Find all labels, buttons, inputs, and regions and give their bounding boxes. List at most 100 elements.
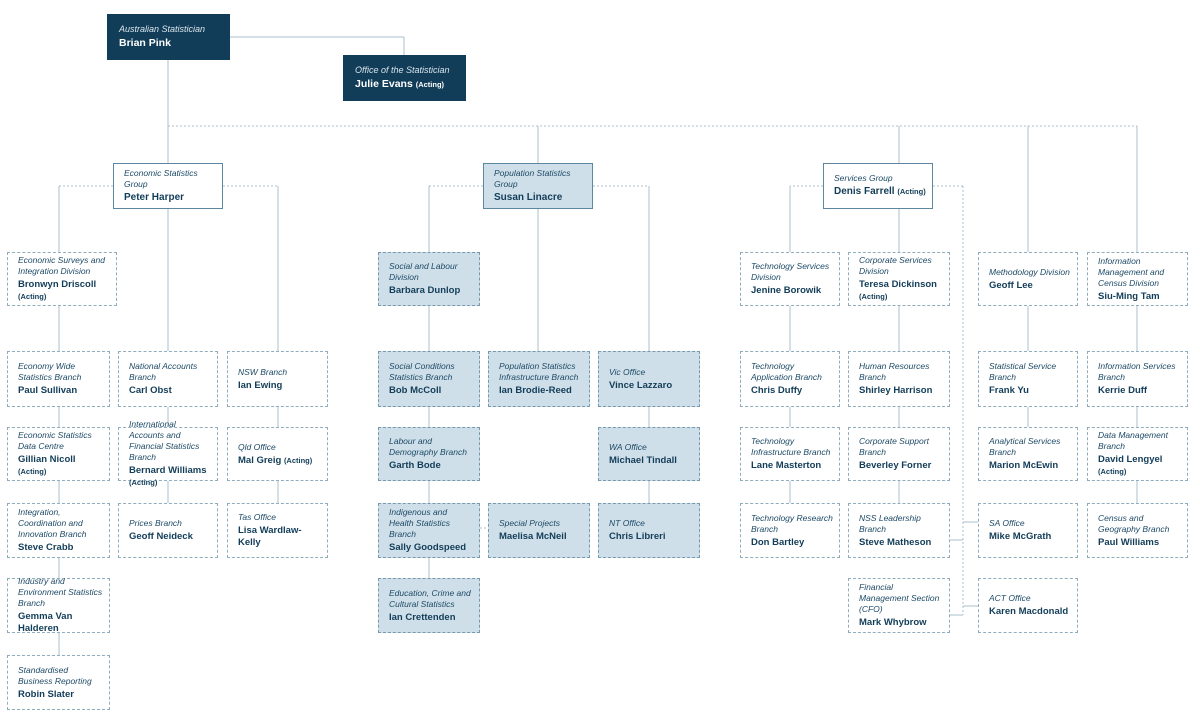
node-person: Beverley Forner <box>859 460 943 472</box>
node-person: Julie Evans (Acting) <box>355 78 460 91</box>
person-name: Carl Obst <box>129 385 172 397</box>
node-title: Methodology Division <box>989 266 1070 277</box>
node-title: Economic Surveys and Integration Divisio… <box>18 255 105 277</box>
node-title: Australian Statistician <box>119 23 206 34</box>
node-person: David Lengyel (Acting) <box>1098 454 1181 478</box>
person-name: Sally Goodspeed <box>389 542 467 554</box>
node-title: Financial Management Section (CFO) <box>859 582 940 615</box>
node-title: Technology Research Branch <box>751 512 833 534</box>
node-title: Standardised Business Reporting <box>18 664 92 686</box>
node-person: Chris Libreri <box>609 531 693 543</box>
node-person: Maelisa McNeil <box>499 531 583 543</box>
person-name: Karen Macdonald <box>989 606 1069 618</box>
person-name: Geoff Neideck <box>129 531 193 543</box>
node-title: Technology Services Division <box>751 261 830 283</box>
node-person: Karen Macdonald <box>989 606 1071 618</box>
person-name: Bernard Williams <box>129 465 207 477</box>
person-name: Peter Harper <box>124 191 185 203</box>
node-title: NSW Branch <box>238 366 288 377</box>
person-name: Shirley Harrison <box>859 385 933 397</box>
node-title: Technology Application Branch <box>751 361 822 383</box>
node-person: Ian Crettenden <box>389 612 473 624</box>
node-title: Information Management and Census Divisi… <box>1098 255 1165 288</box>
education-crime-and-cultural-statistics: Education, Crime and Cultural Statistics… <box>378 578 480 633</box>
node-person: Mark Whybrow <box>859 617 943 629</box>
node-person: Steve Matheson <box>859 537 943 549</box>
node-person: Don Bartley <box>751 537 833 549</box>
node-person: Jenine Borowik <box>751 285 833 297</box>
node-person: Siu-Ming Tam <box>1098 291 1181 303</box>
node-person: Robin Slater <box>18 689 103 701</box>
person-name: Ian Brodie-Reed <box>499 385 572 397</box>
person-name: Geoff Lee <box>989 279 1033 291</box>
node-person: Mal Greig (Acting) <box>238 455 321 467</box>
person-name: Steve Matheson <box>859 536 932 548</box>
node-person: Susan Linacre <box>494 192 586 205</box>
person-name: Lane Masterton <box>751 460 822 472</box>
node-title: Census and Geography Branch <box>1098 512 1170 534</box>
person-name: Siu-Ming Tam <box>1098 290 1160 302</box>
node-person: Bob McColl <box>389 385 473 397</box>
person-name: Denis Farrell <box>834 186 895 198</box>
person-name: Julie Evans <box>355 78 413 91</box>
person-name: Gemma Van Halderen <box>18 611 73 635</box>
node-title: Special Projects <box>499 518 560 529</box>
node-title: Labour and Demography Branch <box>389 436 467 458</box>
node-title: Technology Infrastructure Branch <box>751 436 831 458</box>
node-person: Kerrie Duff <box>1098 385 1181 397</box>
node-title: International Accounts and Financial Sta… <box>129 419 200 463</box>
person-name: Chris Duffy <box>751 385 803 397</box>
person-name: Brian Pink <box>119 37 171 50</box>
person-name: Maelisa McNeil <box>499 531 567 543</box>
node-title: Social and Labour Division <box>389 261 458 283</box>
node-person: Bernard Williams (Acting) <box>129 465 211 489</box>
node-title: Tas Office <box>238 512 276 523</box>
node-person: Chris Duffy <box>751 385 833 397</box>
person-name: David Lengyel <box>1098 454 1163 466</box>
node-title: Analytical Services Branch <box>989 436 1061 458</box>
node-person: Ian Ewing <box>238 380 321 392</box>
acting-suffix: (Acting) <box>129 478 158 488</box>
person-name: Lisa Wardlaw-Kelly <box>238 525 302 549</box>
node-person: Lisa Wardlaw-Kelly <box>238 525 321 549</box>
node-title: Qld Office <box>238 441 276 452</box>
person-name: Michael Tindall <box>609 454 677 466</box>
node-person: Teresa Dickinson (Acting) <box>859 279 943 303</box>
person-name: Jenine Borowik <box>751 285 822 297</box>
node-title: Economic Statistics Data Centre <box>18 430 92 452</box>
person-name: Robin Slater <box>18 688 74 700</box>
node-title: NSS Leadership Branch <box>859 512 921 534</box>
acting-suffix: (Acting) <box>18 292 47 302</box>
node-person: Garth Bode <box>389 460 473 472</box>
node-person: Geoff Neideck <box>129 531 211 543</box>
node-title: Human Resources Branch <box>859 361 930 383</box>
node-person: Michael Tindall <box>609 455 693 467</box>
node-title: Statistical Service Branch <box>989 361 1057 383</box>
acting-suffix: (Acting) <box>415 80 445 90</box>
person-name: Susan Linacre <box>494 191 563 203</box>
person-name: Bronwyn Driscoll <box>18 279 97 291</box>
